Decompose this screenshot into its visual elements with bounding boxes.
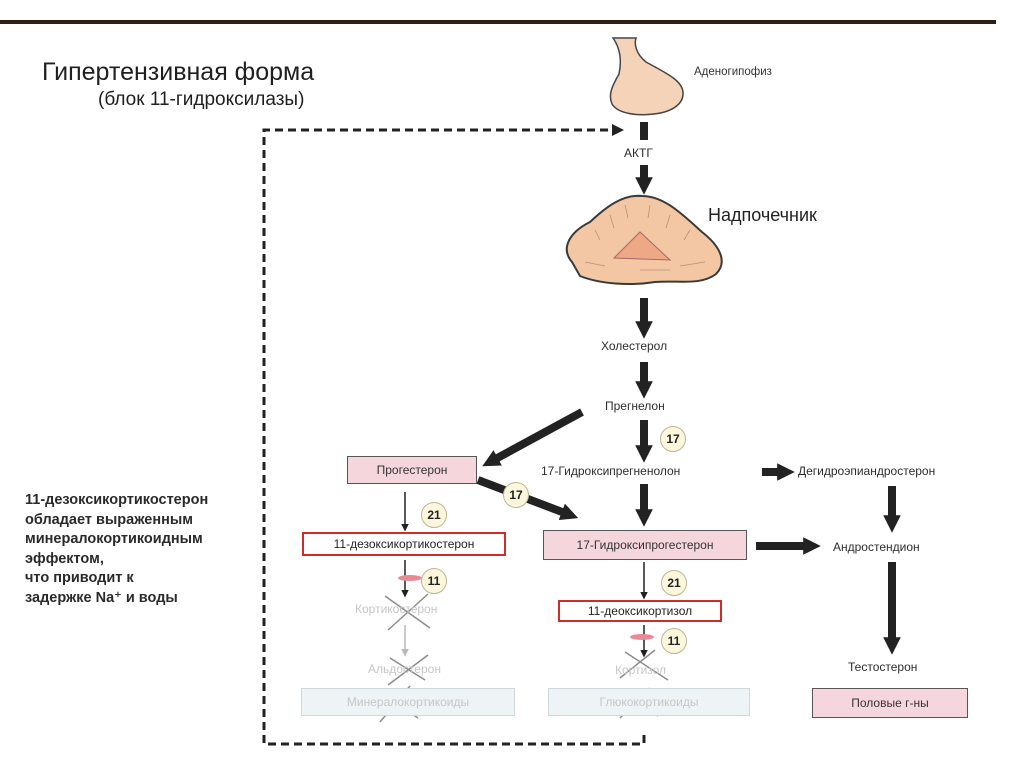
note-line: что приводит к [25, 570, 134, 586]
block-mark-right [630, 634, 654, 640]
enzyme-badge-11: 11 [421, 568, 447, 594]
cholesterol-label: Холестерол [601, 339, 668, 353]
enzyme-badge-17: 17 [660, 426, 686, 452]
note-line: обладает выраженным [25, 511, 193, 528]
adrenal-medulla-shape [612, 231, 672, 261]
deoxycortisol-box: 11-деоксикортизол [558, 600, 722, 622]
sex-hormones-box: Половые г-ны [812, 688, 968, 718]
side-note: 11-дезоксикортикостерон обладает выражен… [25, 491, 275, 608]
progesterone-box: Прогестерон [347, 456, 477, 484]
pregnenolone-label: Прегнелон [605, 399, 665, 413]
acth-label: АКТГ [624, 146, 653, 160]
adrenal-texture [584, 204, 706, 271]
mineralocorticoids-box: Минералокортикоиды [301, 688, 515, 716]
thick-arrows [476, 165, 901, 655]
enzyme-badge-21: 21 [661, 570, 687, 596]
top-rule [0, 20, 996, 24]
corticosterone-label: Кортикостерон [355, 602, 438, 616]
testosterone-label: Тестостерон [848, 660, 918, 674]
enzyme-badge-11: 11 [661, 628, 687, 654]
enzyme-badge-17: 17 [503, 482, 529, 508]
glucocorticoids-box: Глюкокортикоиды [548, 688, 750, 716]
block-mark-left [398, 575, 422, 581]
enzyme-badge-21: 21 [421, 502, 447, 528]
slide-subtitle: (блок 11-гидроксилазы) [98, 89, 305, 110]
note-line: 11-дезоксикортикостерон [25, 492, 209, 508]
androstenedione-label: Андростендион [833, 540, 920, 554]
pituitary-label: Аденогипофиз [694, 66, 772, 78]
feedback-arrowhead [612, 124, 624, 136]
hydroxypregnenolone-label: 17-Гидроксипрегненолон [541, 464, 681, 478]
note-line: эффектом, [25, 550, 104, 567]
aldosterone-label: Альдостерон [368, 662, 441, 676]
acth-block-bar [640, 122, 648, 140]
doc-box: 11-дезоксикортикостерон [302, 532, 506, 556]
slide-title: Гипертензивная форма [42, 58, 315, 86]
feedback-dashed-line [262, 128, 646, 746]
pituitary-gland-shape [609, 37, 684, 116]
dhea-label: Дегидроэпиандростерон [798, 464, 936, 478]
note-line: минералокортикоидным [25, 531, 203, 547]
hydroxyprogesterone-box: 17-Гидроксипрогестерон [543, 530, 747, 560]
cortisol-label: Кортизол [615, 663, 667, 677]
note-line: задержке Na⁺ и воды [25, 589, 178, 606]
adrenal-label: Надпочечник [708, 205, 817, 225]
